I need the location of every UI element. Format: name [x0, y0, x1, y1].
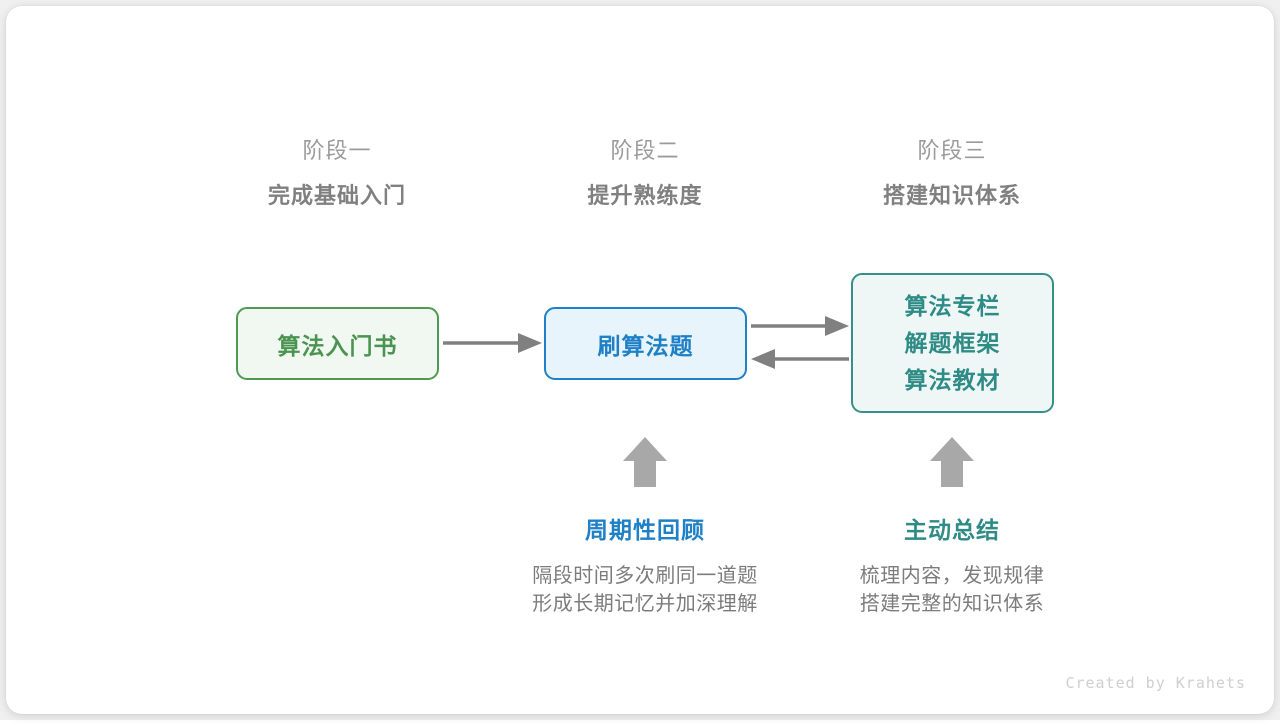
annotation-title: 主动总结: [904, 517, 1000, 543]
stage-header-1: 阶段一 完成基础入门: [207, 136, 467, 212]
stage-subtitle: 阶段一: [302, 138, 372, 163]
node-label-line-1: 算法专栏: [904, 292, 1001, 319]
annotation-title: 周期性回顾: [585, 517, 705, 543]
annotation-line-1: 梳理内容，发现规律: [859, 565, 1045, 587]
stage-title: 完成基础入门: [267, 183, 406, 208]
node-label: 刷算法题: [597, 332, 694, 359]
stage-header-2: 阶段二 提升熟练度: [515, 136, 775, 212]
stage-subtitle: 阶段二: [610, 138, 680, 163]
arrow-resources-to-practice-icon: [751, 349, 849, 369]
node-label: 算法入门书: [277, 332, 398, 359]
stage-title: 搭建知识体系: [882, 183, 1021, 208]
stage-title: 提升熟练度: [587, 183, 703, 208]
arrow-up-review-icon: [623, 437, 667, 487]
stage-subtitle: 阶段三: [917, 138, 987, 163]
annotation-periodic-review: 周期性回顾 隔段时间多次刷同一道题 形成长期记忆并加深理解: [495, 514, 795, 618]
node-practice-problems[interactable]: 刷算法题: [544, 307, 747, 380]
annotation-line-1: 隔段时间多次刷同一道题: [532, 565, 758, 587]
arrow-up-summary-icon: [930, 437, 974, 487]
node-label-line-2: 解题框架: [904, 329, 1001, 356]
annotation-active-summary: 主动总结 梳理内容，发现规律 搭建完整的知识体系: [802, 514, 1102, 618]
node-knowledge-resources[interactable]: 算法专栏 解题框架 算法教材: [851, 273, 1054, 413]
stage-header-3: 阶段三 搭建知识体系: [822, 136, 1082, 212]
credit-text: Created by Krahets: [1065, 674, 1246, 692]
node-algorithm-intro-book[interactable]: 算法入门书: [236, 307, 439, 380]
annotation-line-2: 搭建完整的知识体系: [859, 593, 1045, 615]
node-label-line-3: 算法教材: [904, 366, 1001, 393]
annotation-line-2: 形成长期记忆并加深理解: [532, 593, 758, 615]
diagram-card: 阶段一 完成基础入门 阶段二 提升熟练度 阶段三 搭建知识体系 算法入门书 刷算…: [6, 6, 1274, 714]
arrow-book-to-practice-icon: [443, 333, 542, 353]
arrow-practice-to-resources-icon: [751, 316, 849, 336]
